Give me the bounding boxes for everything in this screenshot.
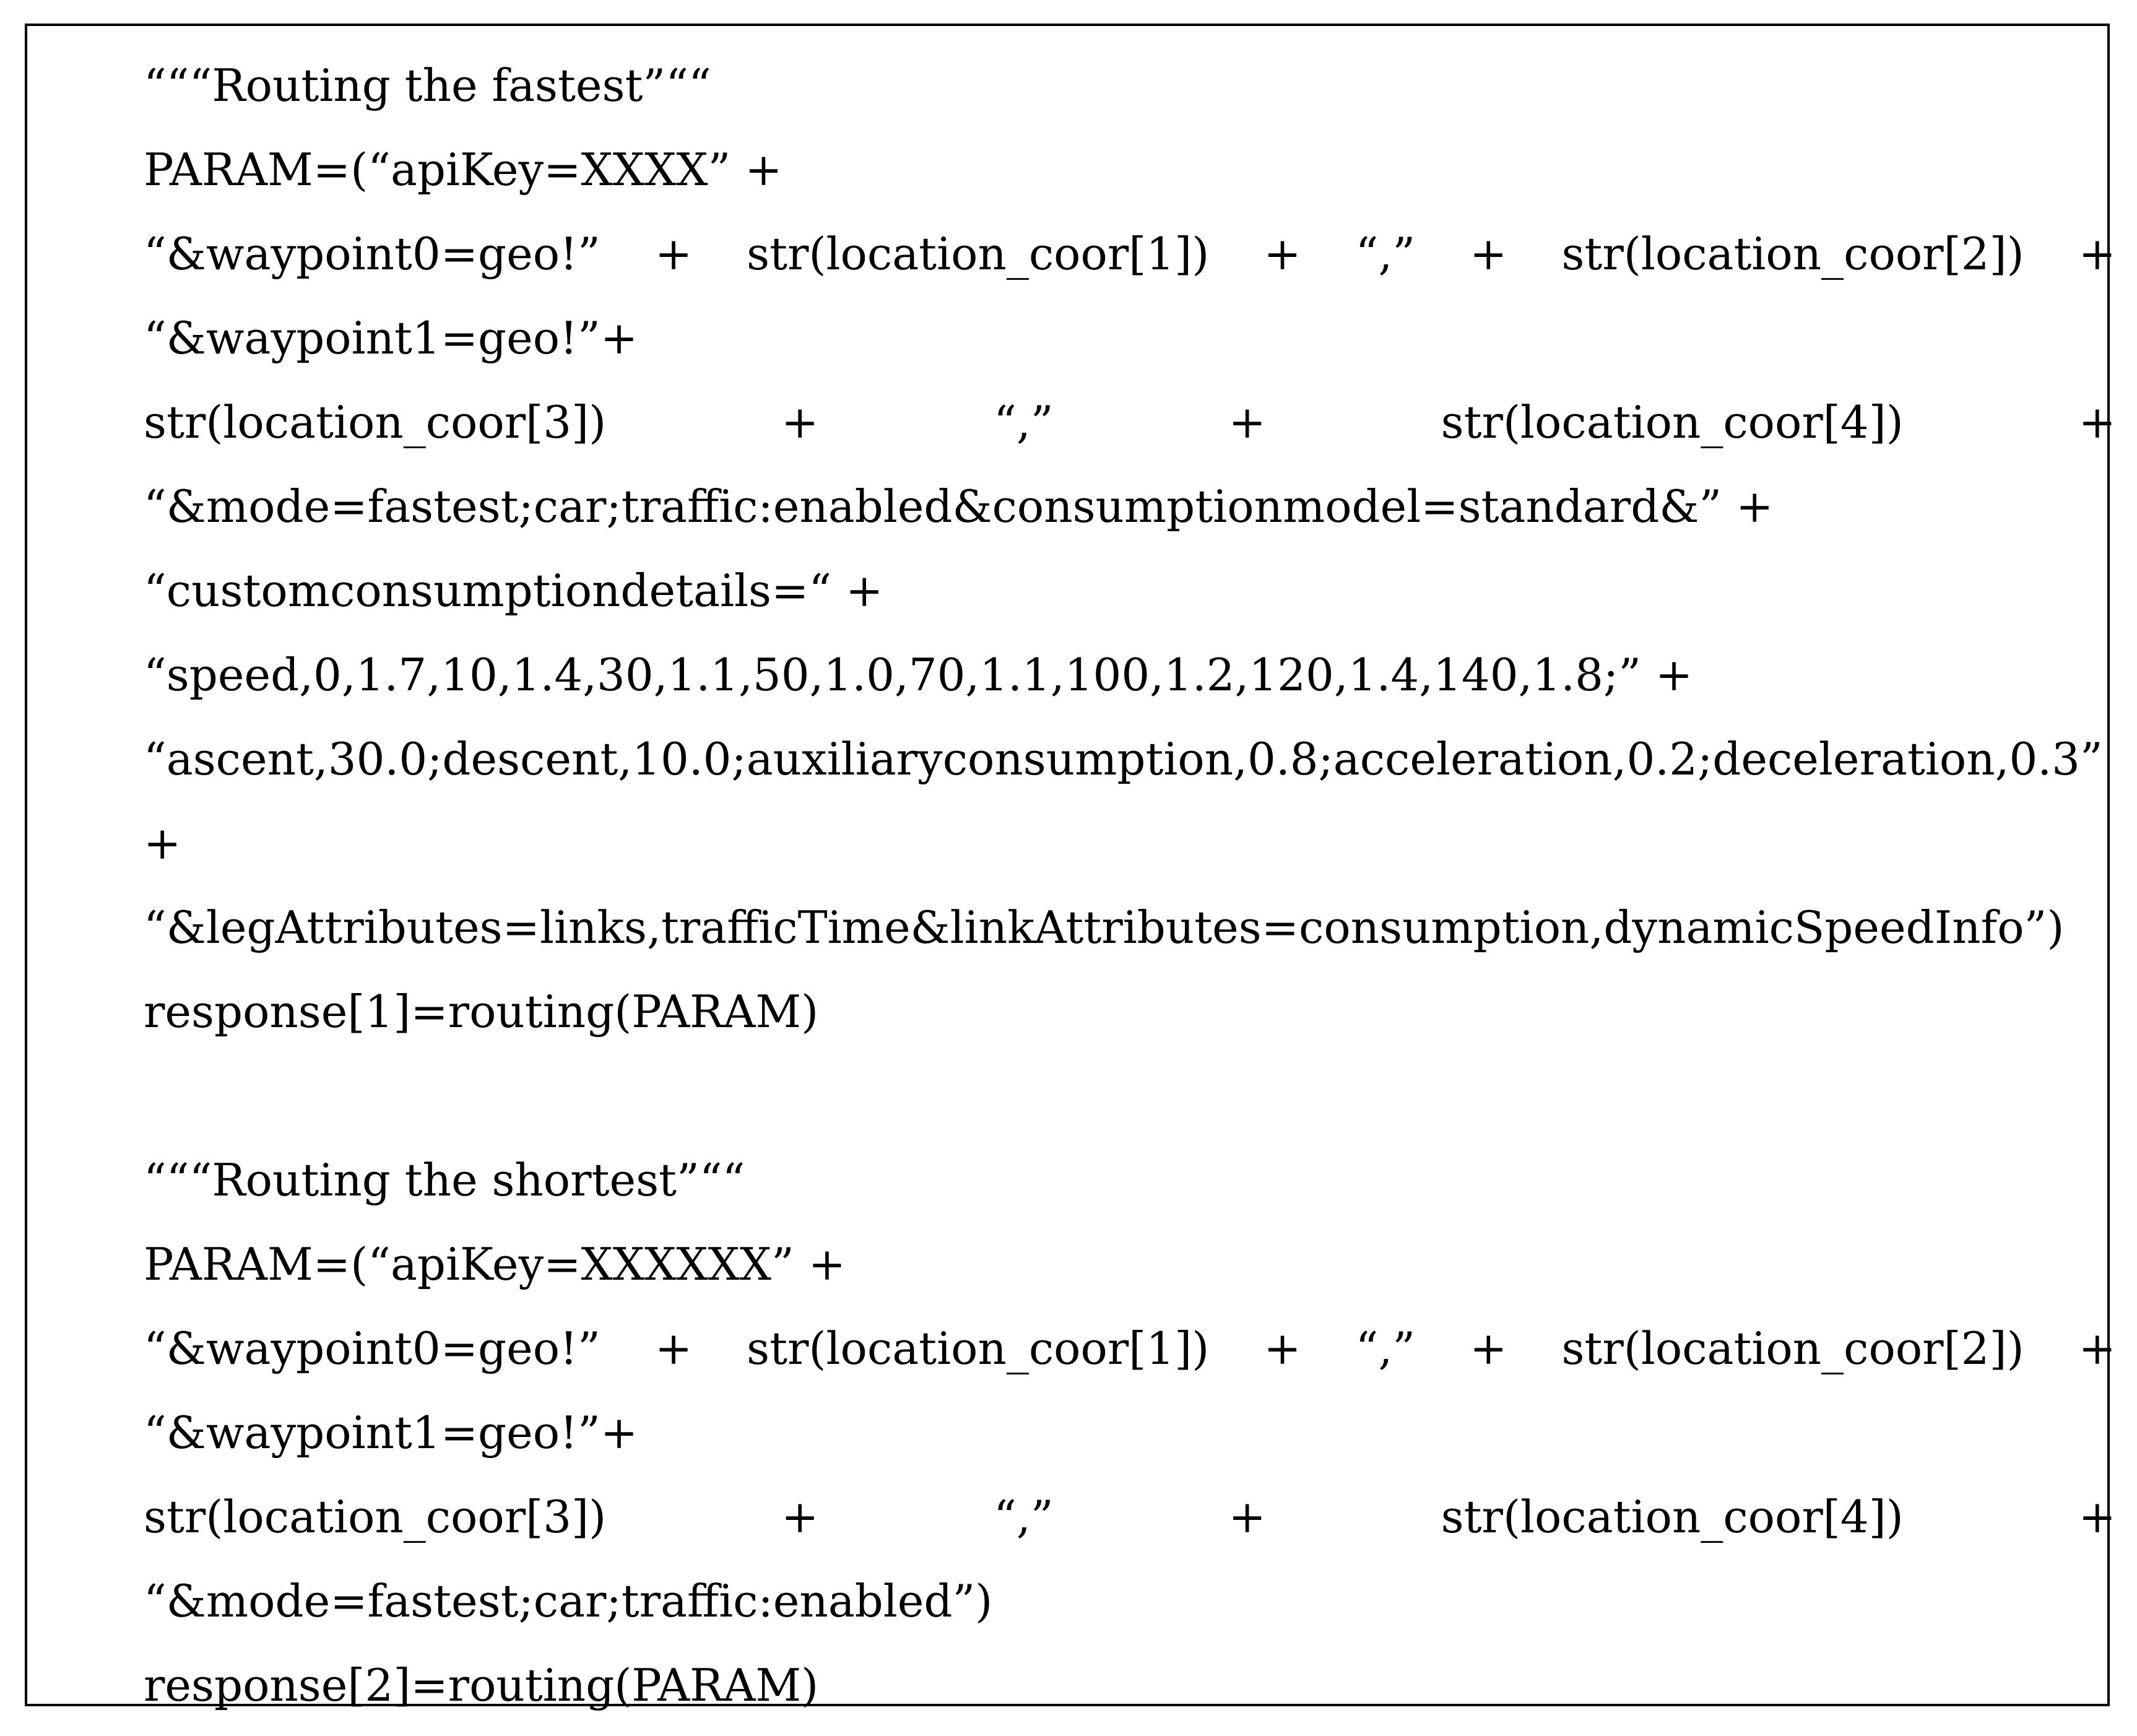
code-token: str(location_coor[4]) [1441, 1491, 1904, 1543]
code-token: “&waypoint1=geo!”+ [144, 312, 638, 364]
code-line: “&mode=fastest;car;traffic:enabled”) [144, 1559, 2116, 1643]
code-line: “ascent,30.0;descent,10.0;auxiliaryconsu… [144, 717, 2116, 801]
code-line: “&mode=fastest;car;traffic:enabled&consu… [144, 464, 2116, 549]
code-token: str(location_coor[4]) [1441, 396, 1904, 448]
code-token: + [1228, 396, 1266, 448]
code-line: “&legAttributes=links,trafficTime&linkAt… [144, 885, 2116, 970]
code-line: response[1]=routing(PARAM) [144, 970, 2116, 1054]
code-token: str(location_coor[1]) [747, 228, 1210, 280]
code-token: + [781, 396, 819, 448]
code-token: + [1264, 1322, 1301, 1374]
code-token: “&mode=fastest;car;traffic:enabled”) [144, 1575, 993, 1627]
code-token: + [2078, 1322, 2116, 1374]
code-token: “,” [994, 396, 1054, 448]
code-line: PARAM=(“apiKey=XXXXXX” + [144, 1222, 2116, 1306]
code-line: “&waypoint0=geo!” + str(location_coor[1]… [144, 1306, 2116, 1391]
comment-text: “““Routing the fastest”““ [144, 59, 711, 111]
code-token: + [781, 1491, 819, 1543]
comment-line: “““Routing the fastest”““ [144, 43, 2116, 128]
code-token: + [1470, 1322, 1507, 1374]
code-token: str(location_coor[2]) [1561, 1322, 2024, 1374]
code-token: PARAM=(“apiKey=XXXX” + [144, 144, 782, 196]
code-token: + [1470, 228, 1507, 280]
code-token: “,” [994, 1491, 1054, 1543]
code-listing-box: “““Routing the fastest”““ PARAM=(“apiKey… [25, 24, 2116, 1711]
code-token: “&legAttributes=links,trafficTime&linkAt… [144, 901, 2065, 953]
code-line: PARAM=(“apiKey=XXXX” + [144, 128, 2116, 212]
code-line: “&waypoint0=geo!” + str(location_coor[1]… [144, 212, 2116, 296]
code-token: “&waypoint1=geo!”+ [144, 1407, 638, 1459]
code-token: str(location_coor[1]) [747, 1322, 1210, 1374]
code-line: “&waypoint1=geo!”+ [144, 1391, 2116, 1475]
code-token: “&waypoint0=geo!” [144, 1322, 600, 1374]
code-token: + [2078, 1491, 2116, 1543]
code-token: str(location_coor[3]) [144, 396, 607, 448]
code-token: “speed,0,1.7,10,1.4,30,1.1,50,1.0,70,1.1… [144, 649, 1693, 701]
code-token: str(location_coor[2]) [1561, 228, 2024, 280]
code-token: + [2078, 396, 2116, 448]
code-token: + [1264, 228, 1301, 280]
code-line: “customconsumptiondetails=“ + [144, 549, 2116, 633]
code-token: str(location_coor[3]) [144, 1491, 607, 1543]
code-token: “ascent,30.0;descent,10.0;auxiliaryconsu… [144, 733, 2103, 785]
code-token: + [1228, 1491, 1266, 1543]
code-line: + [144, 801, 2116, 885]
code-token: PARAM=(“apiKey=XXXXXX” + [144, 1238, 846, 1290]
comment-text: “““Routing the shortest”““ [144, 1154, 745, 1206]
code-line: “&waypoint1=geo!”+ [144, 296, 2116, 380]
code-line: “speed,0,1.7,10,1.4,30,1.1,50,1.0,70,1.1… [144, 633, 2116, 717]
code-token: “,” [1355, 1322, 1416, 1374]
code-token: + [2078, 228, 2116, 280]
code-token: “,” [1355, 228, 1416, 280]
code-token: + [144, 817, 181, 869]
code-token: + [654, 228, 693, 280]
code-token: “&mode=fastest;car;traffic:enabled&consu… [144, 480, 1774, 532]
comment-line: “““Routing the shortest”““ [144, 1138, 2116, 1222]
code-token: “&waypoint0=geo!” [144, 228, 600, 280]
code-line: str(location_coor[3]) + “,” + str(locati… [144, 380, 2116, 464]
code-token: + [654, 1322, 693, 1374]
code-token: response[1]=routing(PARAM) [144, 986, 819, 1038]
code-line: str(location_coor[3]) + “,” + str(locati… [144, 1475, 2116, 1559]
code-token: “customconsumptiondetails=“ + [144, 565, 883, 617]
code-token: response[2]=routing(PARAM) [144, 1659, 819, 1711]
code-line: response[2]=routing(PARAM) [144, 1643, 2116, 1727]
